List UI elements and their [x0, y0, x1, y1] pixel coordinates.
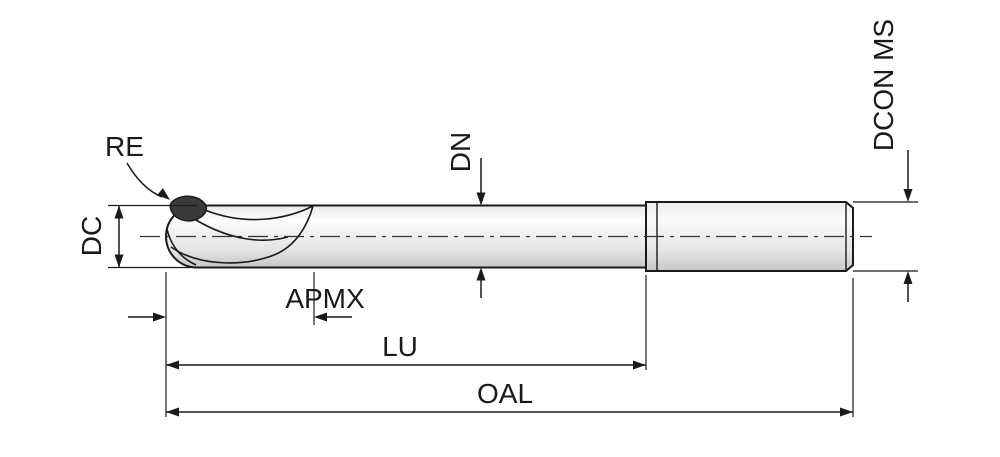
dim-dc: DC	[76, 204, 197, 269]
dim-lu: LU	[166, 275, 647, 370]
re-leader-line	[126, 162, 163, 198]
dn-arrow-down	[476, 192, 486, 206]
dcon-label: DCON MS	[868, 19, 899, 151]
flute-curve	[195, 219, 289, 241]
lu-arrow-left	[166, 360, 179, 370]
tool-shank	[645, 201, 854, 272]
flute-curve	[170, 205, 314, 264]
re-arrow	[157, 188, 170, 200]
dim-re: RE	[105, 131, 170, 200]
dim-apmx: APMX	[128, 272, 365, 325]
dim-dcon: DCON MS	[853, 19, 918, 302]
dc-arrow-down	[114, 254, 124, 268]
dim-oal: OAL	[166, 278, 854, 417]
dc-label: DC	[76, 216, 107, 256]
dn-arrow-up	[476, 267, 486, 281]
dim-dn: DN	[445, 132, 486, 298]
apmx-label: APMX	[285, 283, 365, 314]
apmx-arrow-right	[153, 312, 166, 322]
oal-arrow-left	[166, 407, 179, 417]
dn-label: DN	[445, 132, 476, 172]
tool	[165, 195, 854, 272]
oal-label: OAL	[477, 378, 533, 409]
dcon-arrow-down	[903, 189, 913, 202]
lu-arrow-right	[633, 360, 646, 370]
dc-arrow-up	[114, 205, 124, 219]
corner-radius-region	[169, 195, 208, 222]
lu-label: LU	[382, 331, 418, 362]
oal-arrow-right	[840, 407, 853, 417]
ball-nose-edge	[166, 228, 197, 266]
dcon-arrow-up	[903, 271, 913, 284]
apmx-arrow-left	[314, 312, 327, 322]
re-label: RE	[105, 131, 144, 162]
flute-curve	[204, 205, 314, 221]
